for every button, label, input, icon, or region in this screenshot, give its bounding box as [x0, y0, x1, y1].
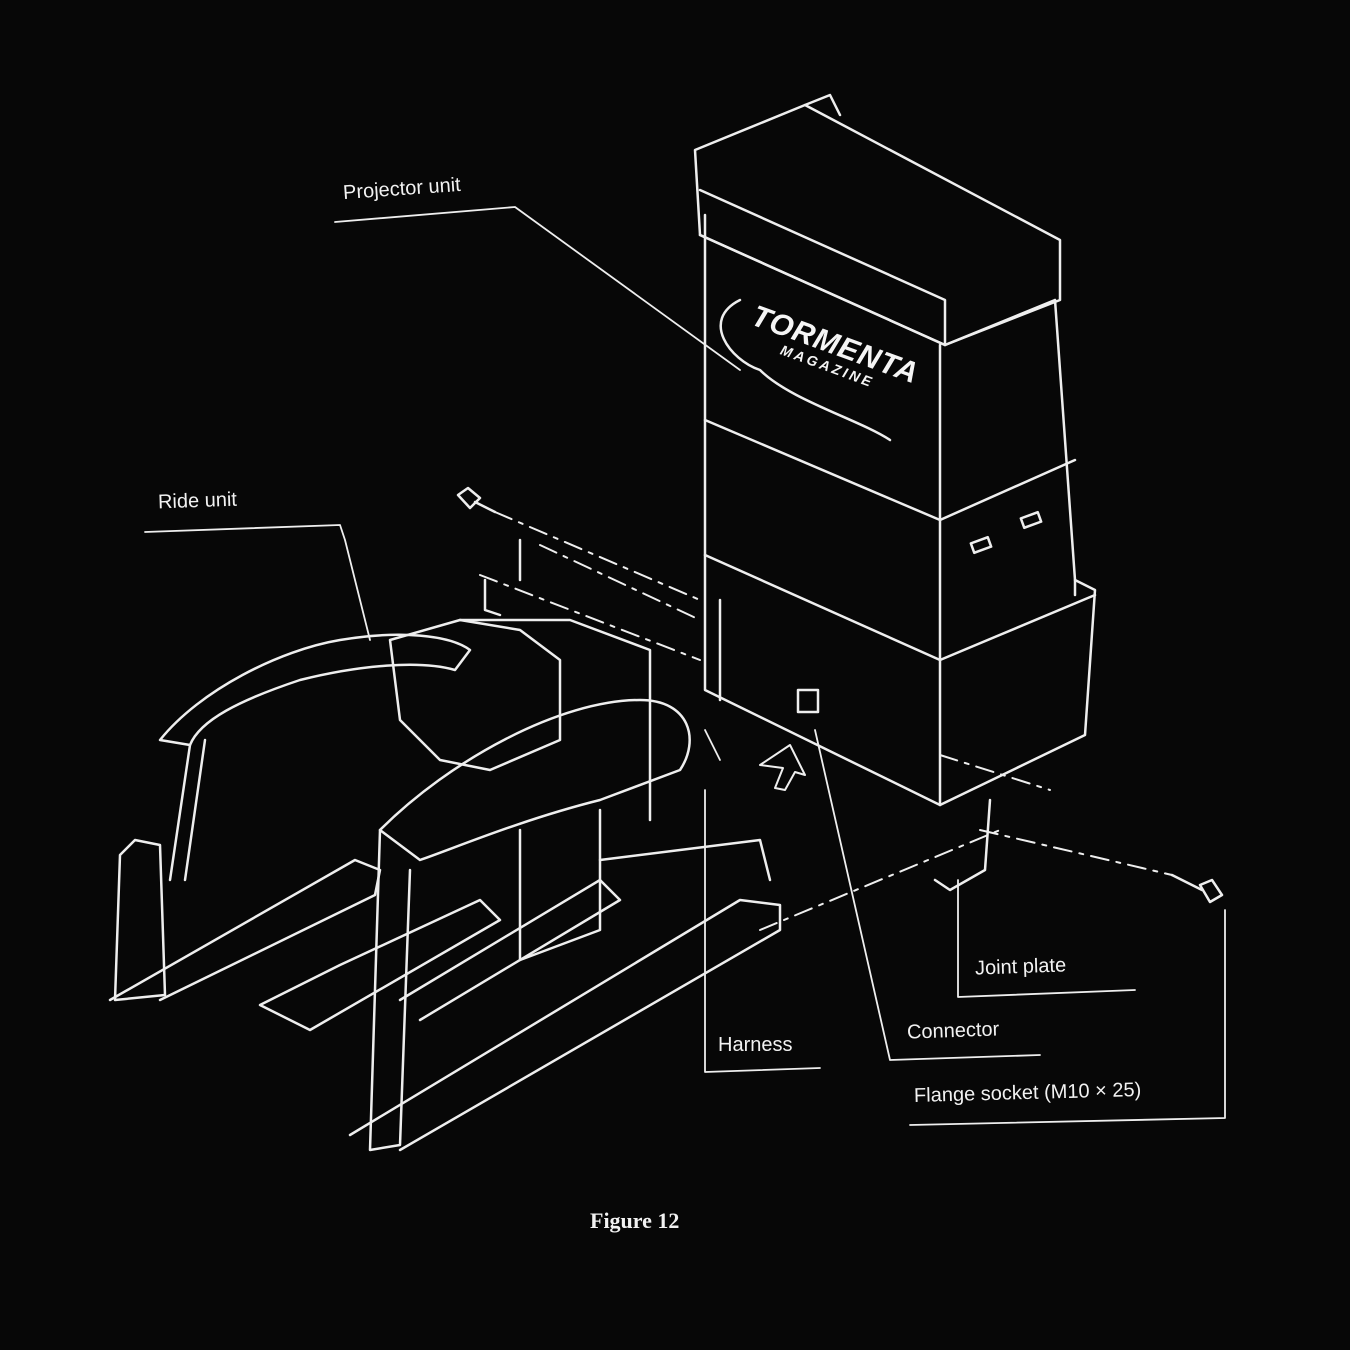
label-harness: Harness — [718, 1034, 793, 1056]
bolt-bottom-right — [1170, 873, 1224, 904]
label-connector: Connector — [906, 1018, 1000, 1044]
leader-lines — [144, 206, 1226, 1126]
direction-arrow — [759, 744, 806, 791]
figure-caption: Figure 12 — [590, 1208, 680, 1233]
ride-unit-drawing — [108, 618, 782, 1152]
projector-unit-drawing — [693, 93, 1097, 807]
label-joint-plate: Joint plate — [974, 954, 1067, 980]
label-ride-unit: Ride unit — [157, 488, 238, 514]
bolt-top-left — [456, 486, 497, 514]
